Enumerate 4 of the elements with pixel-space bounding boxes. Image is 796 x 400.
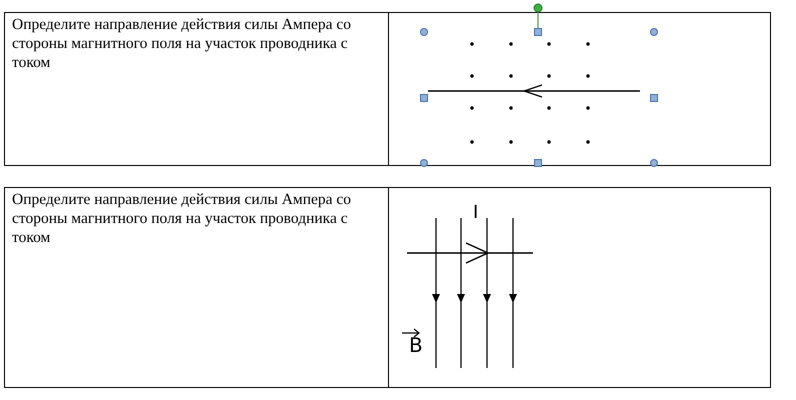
task-text: Определите направление действия силы Ампера со стороны магнитного поля на участок проводника с током — [12, 190, 352, 247]
task-text: Определите направление действия силы Ампера со стороны магнитного поля на участок проводника с током — [12, 15, 352, 72]
current-label: I — [473, 204, 478, 222]
field-label: B — [409, 335, 423, 355]
